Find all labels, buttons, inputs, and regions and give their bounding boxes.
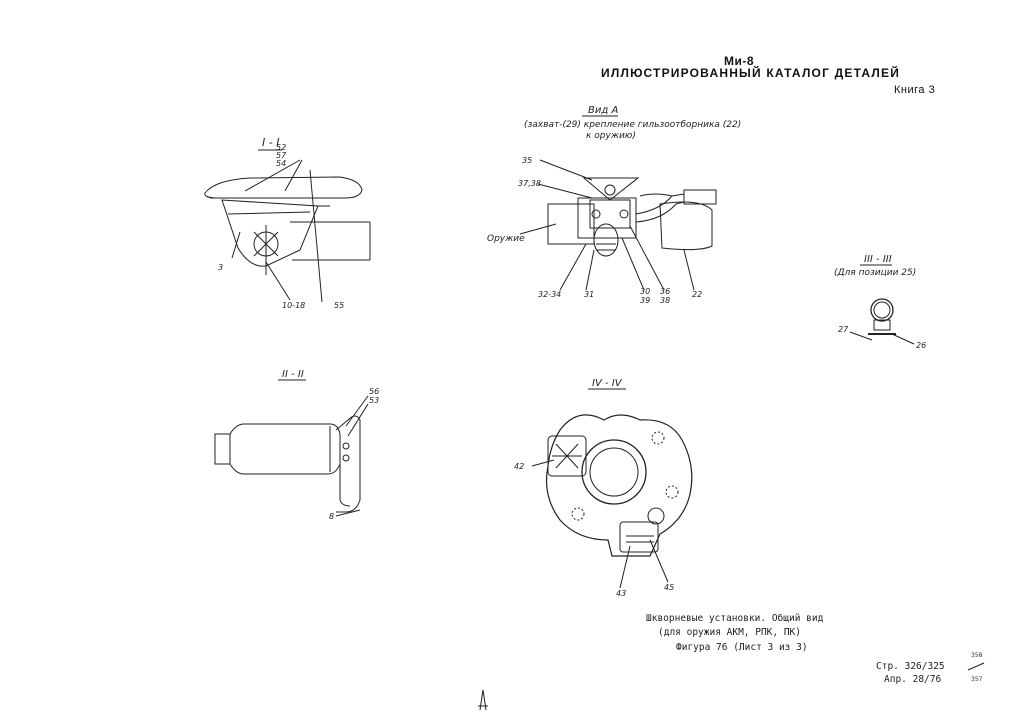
callout-53: 53 bbox=[369, 396, 379, 405]
caption-line-1: Шкворневые установки. Общий вид bbox=[646, 613, 824, 624]
section-1-title: I - I bbox=[262, 136, 279, 149]
callout-22: 22 bbox=[692, 290, 702, 299]
view-a-subtitle-2: к оружию) bbox=[586, 131, 636, 141]
center-mark bbox=[478, 689, 488, 711]
sheet-number-bottom: 357 bbox=[971, 676, 983, 683]
section-4-drawing: IV - IV 42 43 45 bbox=[514, 378, 693, 598]
callout-54: 54 bbox=[276, 159, 286, 168]
section-2-drawing: II - II 56 53 8 bbox=[214, 369, 379, 521]
callout-38: 38 bbox=[660, 296, 670, 305]
callout-55: 55 bbox=[334, 301, 344, 310]
callout-57: 57 bbox=[276, 151, 287, 160]
callout-26: 26 bbox=[916, 341, 926, 350]
callout-weapon: Оружие bbox=[487, 234, 525, 244]
caption-line-2: (для оружия АКМ, РПК, ПК) bbox=[658, 627, 801, 638]
section-4-title: IV - IV bbox=[592, 378, 623, 389]
section-1-drawing: I - I 52 57 54 bbox=[204, 136, 371, 310]
document-title: Ми-8 bbox=[724, 54, 755, 68]
section-3-title: III - III bbox=[864, 254, 892, 265]
sheet-number-top: 358 bbox=[971, 652, 983, 659]
view-a-subtitle-1: (захват-(29) крепление гильзоотборника (… bbox=[524, 120, 741, 130]
callout-37-38: 37,38 bbox=[518, 179, 541, 188]
book-number: Книга 3 bbox=[894, 84, 936, 96]
callout-43: 43 bbox=[616, 589, 626, 598]
view-a-title: Вид А bbox=[588, 105, 618, 116]
callout-36: 36 bbox=[660, 287, 670, 296]
section-2-title: II - II bbox=[282, 369, 304, 380]
document-subtitle: ИЛЛЮСТРИРОВАННЫЙ КАТАЛОГ ДЕТАЛЕЙ bbox=[601, 66, 901, 80]
callout-56: 56 bbox=[369, 387, 379, 396]
section-3-drawing: III - III (Для позиции 25) 27 26 bbox=[834, 254, 926, 350]
callout-30: 30 bbox=[640, 287, 650, 296]
view-a-drawing: Вид А (захват-(29) крепление гильзоотбор… bbox=[487, 105, 741, 305]
callout-8: 8 bbox=[329, 512, 334, 521]
callout-3: 3 bbox=[218, 263, 223, 272]
callout-27: 27 bbox=[838, 325, 849, 334]
sheet-divider bbox=[967, 662, 985, 671]
callout-35: 35 bbox=[522, 156, 532, 165]
callout-10-18: 10-18 bbox=[282, 301, 305, 310]
callout-31: 31 bbox=[584, 290, 594, 299]
revision-date: Апр. 28/76 bbox=[884, 674, 942, 685]
callout-42: 42 bbox=[514, 462, 524, 471]
callout-52: 52 bbox=[276, 143, 286, 152]
section-3-subtitle: (Для позиции 25) bbox=[834, 268, 916, 278]
callout-32-34: 32-34 bbox=[538, 290, 561, 299]
callout-39: 39 bbox=[640, 296, 650, 305]
callout-45: 45 bbox=[664, 583, 674, 592]
caption-figure: Фигура 76 (Лист 3 из 3) bbox=[676, 642, 808, 653]
page-number: Стр. 326/325 bbox=[876, 661, 945, 672]
